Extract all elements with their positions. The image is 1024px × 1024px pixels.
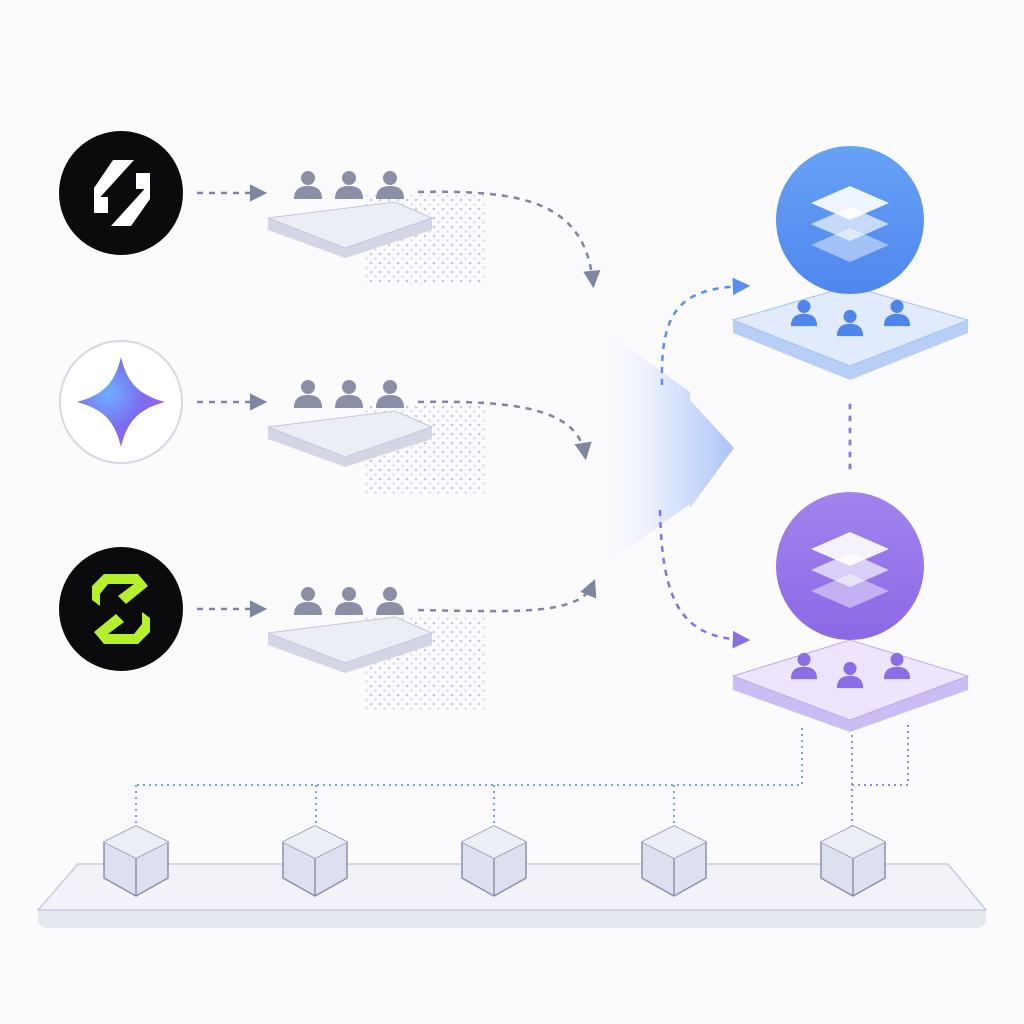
cube-icon[interactable] (461, 825, 527, 897)
blue-hub (731, 146, 970, 380)
user-icon (376, 171, 404, 199)
flow-to-purple-hub-connector (658, 509, 751, 649)
blue-hub-node[interactable] (776, 146, 924, 294)
base-platform (36, 863, 988, 928)
base-nodes (103, 825, 886, 897)
source-2-users (294, 380, 404, 408)
cube-icon[interactable] (103, 825, 169, 897)
source-row-2 (59, 340, 592, 495)
flow-to-blue-hub-connector (660, 277, 751, 386)
node-bus-connectors (135, 725, 909, 830)
cube-icon[interactable] (282, 825, 348, 897)
convergence-arrow (590, 320, 734, 575)
source-row-1 (59, 131, 601, 289)
user-icon (335, 171, 363, 199)
user-icon (376, 587, 404, 615)
source-3-users (294, 587, 404, 615)
source-1-to-flow-connector (417, 190, 601, 289)
source-2-to-flow-connector (417, 400, 592, 461)
linked-s-logo-icon[interactable] (59, 547, 183, 671)
user-icon (294, 587, 322, 615)
source-1-platform (267, 195, 485, 285)
source-3-platform (267, 615, 485, 710)
source-2-platform (267, 405, 485, 495)
user-icon (294, 171, 322, 199)
user-icon (376, 380, 404, 408)
purple-hub-node[interactable] (776, 492, 924, 640)
slash-logo-icon[interactable] (59, 131, 183, 255)
user-icon (335, 587, 363, 615)
source-3-to-flow-connector (417, 579, 597, 613)
purple-hub (731, 492, 970, 732)
source-1-users (294, 171, 404, 199)
cube-icon[interactable] (820, 825, 886, 897)
user-icon (335, 380, 363, 408)
cube-icon[interactable] (641, 825, 707, 897)
sparkle-star-icon[interactable] (59, 340, 183, 464)
layers-stack-icon (811, 186, 889, 262)
source-row-3 (59, 547, 597, 710)
layers-stack-icon (811, 532, 889, 608)
user-icon (294, 380, 322, 408)
